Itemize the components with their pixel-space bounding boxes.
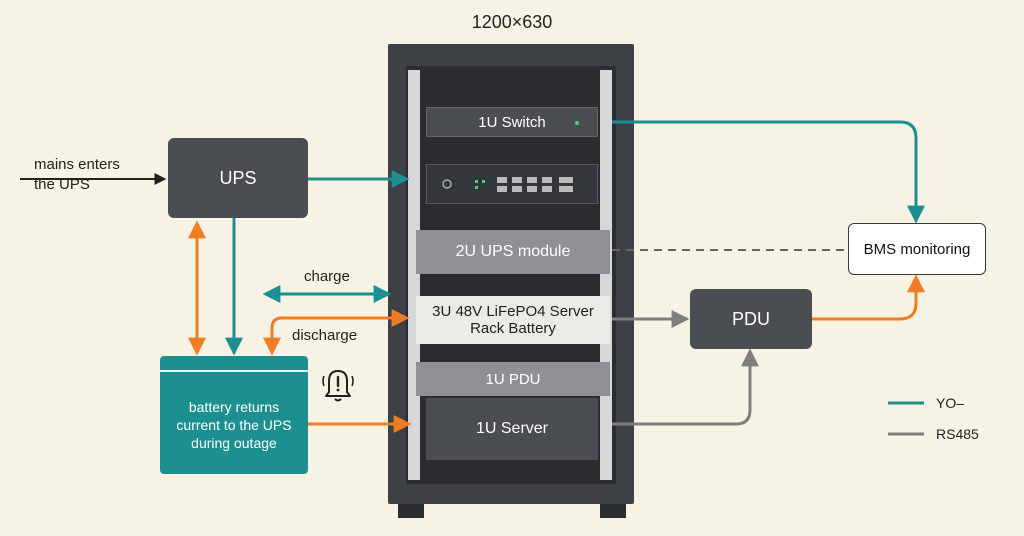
battery-note-text: battery returns current to the UPS durin… <box>176 399 292 451</box>
arrow-discharge <box>263 309 410 356</box>
battery-note-box: battery returns current to the UPS durin… <box>160 356 308 474</box>
rack-unit-switch-label: 1U Switch <box>478 113 546 131</box>
ups-box: UPS <box>168 138 308 218</box>
battery-terminal-bar <box>160 370 308 372</box>
rack-unit-pdu: 1U PDU <box>416 362 610 396</box>
bms-monitoring-box: BMS monitoring <box>848 223 986 275</box>
discharge-label: discharge <box>292 327 358 344</box>
header-size-label: 1200×630 <box>471 12 553 32</box>
status-led-icon <box>575 121 579 125</box>
rack-foot-right <box>600 504 626 518</box>
alarm-bell-icon <box>322 370 354 402</box>
legend-item-gray: RS485 <box>936 426 979 442</box>
rack-unit-switch: 1U Switch <box>426 107 598 137</box>
rack-unit-battery: 3U 48V LiFePO4 Server Rack Battery <box>416 296 610 344</box>
arrow-pdu-to-bms <box>812 274 925 321</box>
rack-unit-network-appliance <box>426 164 598 204</box>
rack-foot-left <box>398 504 424 518</box>
arrow-server-to-pdu <box>612 348 759 426</box>
mains-label: mains enters the UPS <box>34 156 120 193</box>
network-ports-icon <box>442 177 573 192</box>
charge-label: charge <box>304 268 350 285</box>
arrow-switch-to-bms <box>612 120 925 224</box>
legend-item-teal: YO– <box>936 395 965 411</box>
rack-unit-ups-module: 2U UPS module <box>416 230 610 274</box>
rack-unit-server: 1U Server <box>426 398 598 460</box>
pdu-box: PDU <box>690 289 812 349</box>
